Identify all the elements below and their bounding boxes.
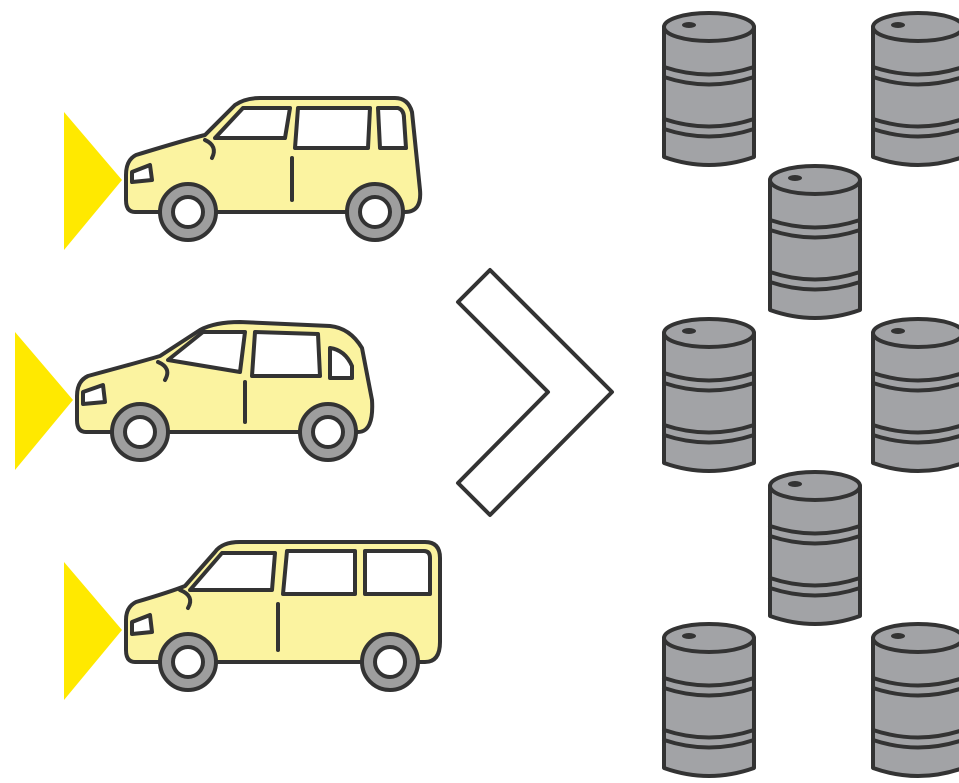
oil-barrel-icon — [662, 622, 756, 778]
car-hatchback — [15, 320, 375, 470]
headlight-beam-icon — [64, 562, 122, 700]
car-compact — [64, 96, 423, 250]
oil-barrel-icon — [768, 470, 862, 626]
oil-barrel-icon — [768, 164, 862, 320]
car-minivan — [64, 540, 442, 700]
oil-barrel-icon — [871, 622, 959, 778]
oil-barrel-icon — [662, 11, 756, 167]
headlight-beam-icon — [15, 332, 73, 470]
headlight-beam-icon — [64, 112, 122, 250]
oil-barrel-icon — [871, 317, 959, 473]
greater-than-icon — [456, 268, 614, 517]
oil-barrels — [662, 11, 959, 778]
oil-barrel-icon — [662, 317, 756, 473]
oil-barrel-icon — [871, 11, 959, 167]
